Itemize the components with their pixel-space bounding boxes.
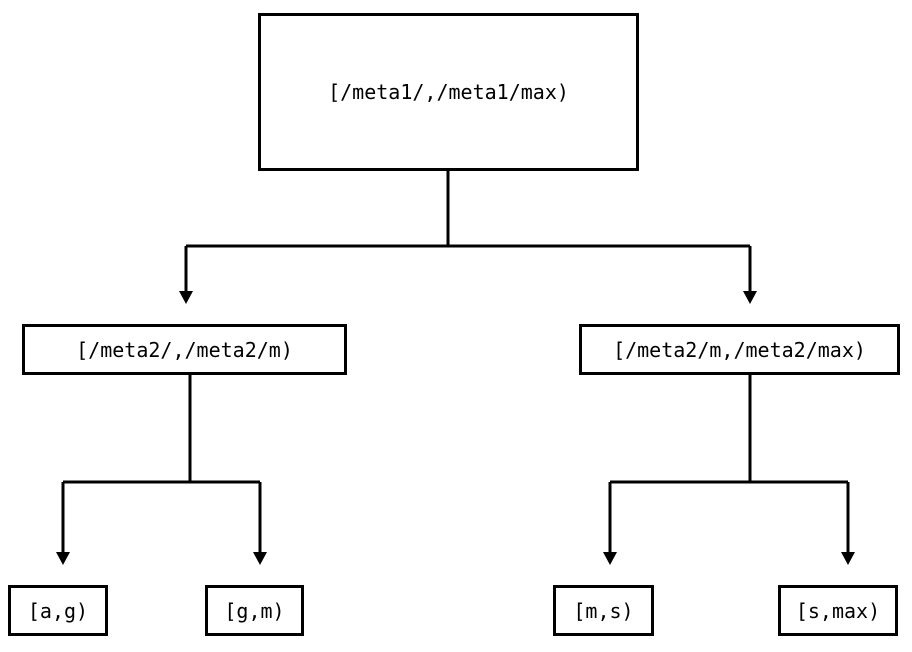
node-leaf-a-g[interactable]: [a,g): [8, 585, 108, 636]
node-leaf-g-m[interactable]: [g,m): [205, 585, 304, 636]
node-leaf-s-max[interactable]: [s,max): [778, 585, 898, 636]
node-leaf-m-s[interactable]: [m,s): [553, 585, 654, 636]
arrowhead-down-icon: [841, 552, 855, 565]
arrowhead-down-icon: [743, 291, 757, 304]
node-leaf-m-s-label: [m,s): [573, 598, 634, 623]
node-root-label: [/meta1/,/meta1/max): [328, 80, 569, 104]
node-mid-right[interactable]: [/meta2/m,/meta2/max): [579, 324, 900, 375]
node-mid-right-label: [/meta2/m,/meta2/max): [613, 337, 866, 362]
node-leaf-g-m-label: [g,m): [224, 598, 285, 623]
arrowhead-down-icon: [603, 552, 617, 565]
arrowhead-down-icon: [253, 552, 267, 565]
node-root[interactable]: [/meta1/,/meta1/max): [258, 13, 639, 171]
node-mid-left[interactable]: [/meta2/,/meta2/m): [22, 324, 347, 375]
node-mid-left-label: [/meta2/,/meta2/m): [76, 337, 293, 362]
node-leaf-s-max-label: [s,max): [795, 598, 881, 623]
arrowhead-down-icon: [179, 291, 193, 304]
arrowhead-down-icon: [56, 552, 70, 565]
node-leaf-a-g-label: [a,g): [27, 598, 89, 623]
